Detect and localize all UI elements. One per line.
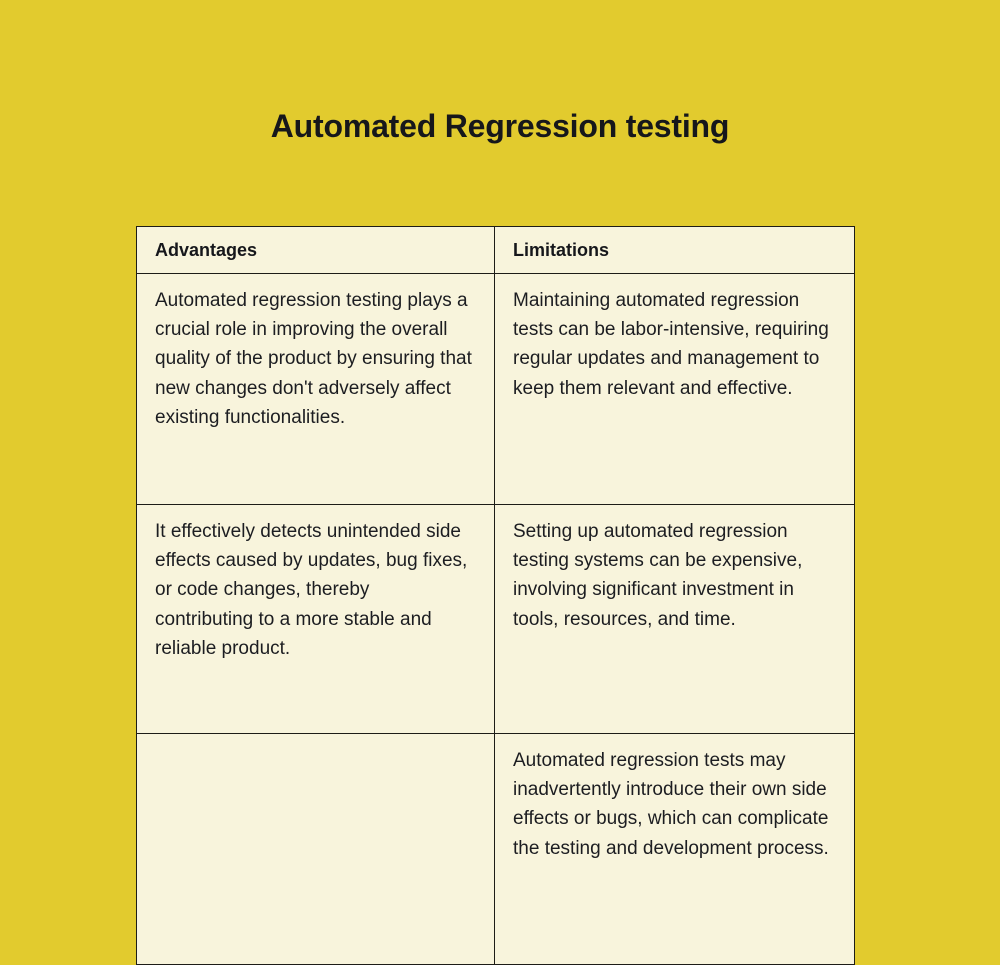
table-row: Automated regression testing plays a cru…	[136, 273, 855, 505]
cell-advantages-1: Automated regression testing plays a cru…	[136, 273, 495, 505]
table-row: It effectively detects unintended side e…	[136, 504, 855, 734]
table-header: Advantages Limitations	[136, 226, 855, 274]
column-header-advantages: Advantages	[136, 226, 495, 274]
cell-limitations-3: Automated regression tests may inadverte…	[494, 733, 855, 965]
cell-limitations-1: Maintaining automated regression tests c…	[494, 273, 855, 505]
cell-advantages-3-empty	[136, 733, 495, 965]
table-header-row: Advantages Limitations	[136, 226, 855, 274]
table-row: Automated regression tests may inadverte…	[136, 733, 855, 965]
page-title: Automated Regression testing	[270, 108, 730, 145]
column-header-limitations: Limitations	[494, 226, 855, 274]
advantages-limitations-table: Advantages Limitations Automated regress…	[136, 226, 855, 965]
table-body: Automated regression testing plays a cru…	[136, 273, 855, 965]
cell-limitations-2: Setting up automated regression testing …	[494, 504, 855, 734]
cell-advantages-2: It effectively detects unintended side e…	[136, 504, 495, 734]
